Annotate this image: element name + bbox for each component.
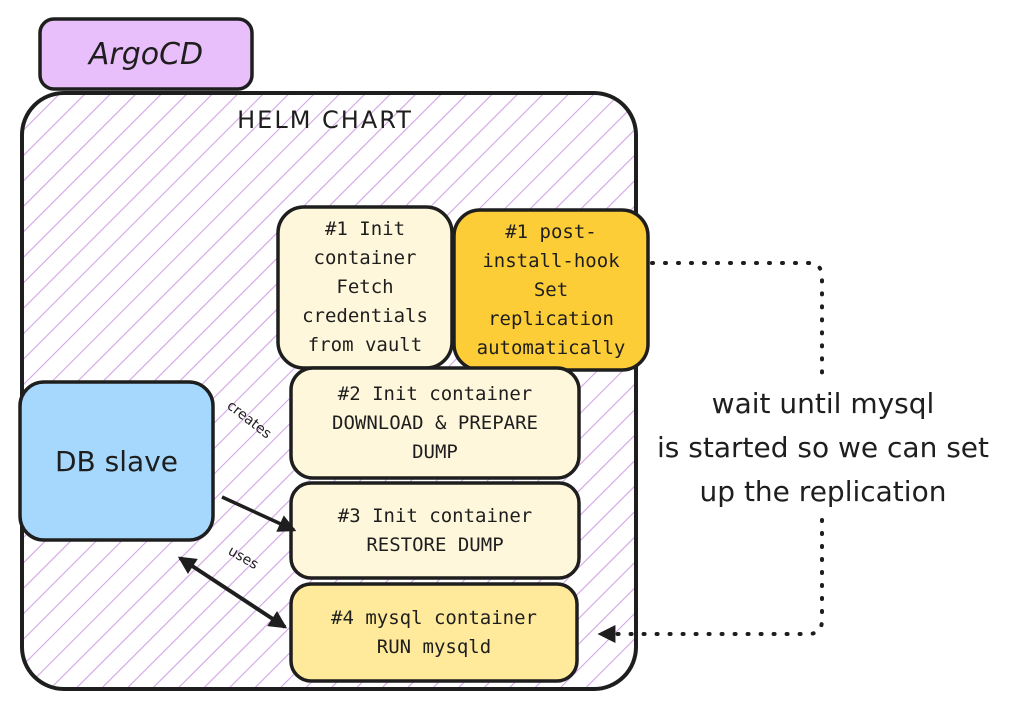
creates-arrow — [221, 495, 297, 532]
init-container-2-label: #2 Init container DOWNLOAD & PREPARE DUM… — [332, 382, 538, 463]
wait-dotted-connector — [650, 261, 824, 377]
post-install-hook-label: #1 post- install-hook Set replication au… — [476, 220, 626, 359]
wait-note: wait until mysql is started so we can se… — [656, 387, 990, 508]
mysql-container-box — [289, 582, 579, 683]
init-container-1-label: #1 Init container Fetch credentials from… — [302, 218, 428, 356]
argocd-box — [38, 17, 254, 91]
db-slave-box — [18, 380, 215, 542]
argocd-label: ArgoCD — [88, 36, 204, 72]
uses-arrow — [177, 556, 288, 629]
init-container-2-box — [289, 366, 581, 480]
db-slave-label: DB slave — [55, 444, 178, 478]
init-container-3-label: #3 Init container RESTORE DUMP — [337, 504, 533, 556]
helm-chart-title: HELM CHART — [237, 106, 413, 134]
mysql-container-label: #4 mysql container RUN mysqld — [331, 606, 537, 658]
